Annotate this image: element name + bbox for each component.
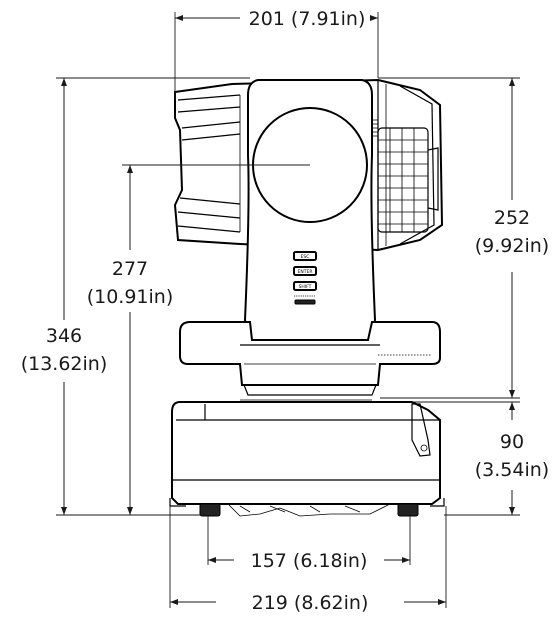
dim-label-width-feet: 157 (6.18in) [251, 550, 368, 572]
dim-height-head: 252 (9.92in) [378, 77, 549, 399]
display-window [294, 299, 316, 305]
base-feet [199, 503, 419, 517]
dim-width-top: 201 (7.91in) [174, 8, 379, 100]
dim-label-head-mm: 252 [494, 207, 530, 229]
dim-label-total-in: (13.62in) [21, 353, 108, 375]
dim-label-total-mm: 346 [46, 325, 82, 347]
dim-width-feet: 157 (6.18in) [207, 516, 411, 572]
dim-width-base: 219 (8.62in) [169, 506, 447, 614]
dim-label-tilt-in: (10.91in) [87, 286, 174, 308]
shift-button: SHIFT [299, 284, 312, 290]
dim-label-head-in: (9.92in) [475, 235, 549, 257]
dimension-lines: 201 (7.91in) 346 (13.62in) 277 (10.91in) [21, 8, 550, 614]
dim-height-base: 90 (3.54in) [412, 401, 549, 516]
base [169, 399, 445, 517]
enter-button: ENTER [298, 269, 313, 275]
dim-label-base-mm: 90 [500, 431, 524, 453]
yoke-arm: ESC ENTER SHIFT [243, 79, 377, 356]
dim-height-total: 346 (13.62in) [21, 77, 250, 516]
pan-body [179, 321, 441, 396]
dim-height-tilt: 277 (10.91in) [87, 164, 310, 515]
fan-grille [377, 127, 439, 233]
moving-head-fixture: ESC ENTER SHIFT [169, 78, 445, 517]
dim-label-width-top: 201 (7.91in) [249, 8, 366, 30]
dim-label-base-in: (3.54in) [475, 459, 549, 481]
dim-label-tilt-mm: 277 [112, 258, 148, 280]
dim-label-width-base: 219 (8.62in) [252, 592, 369, 614]
control-panel: ESC ENTER SHIFT [293, 251, 317, 305]
esc-button: ESC [301, 254, 310, 260]
